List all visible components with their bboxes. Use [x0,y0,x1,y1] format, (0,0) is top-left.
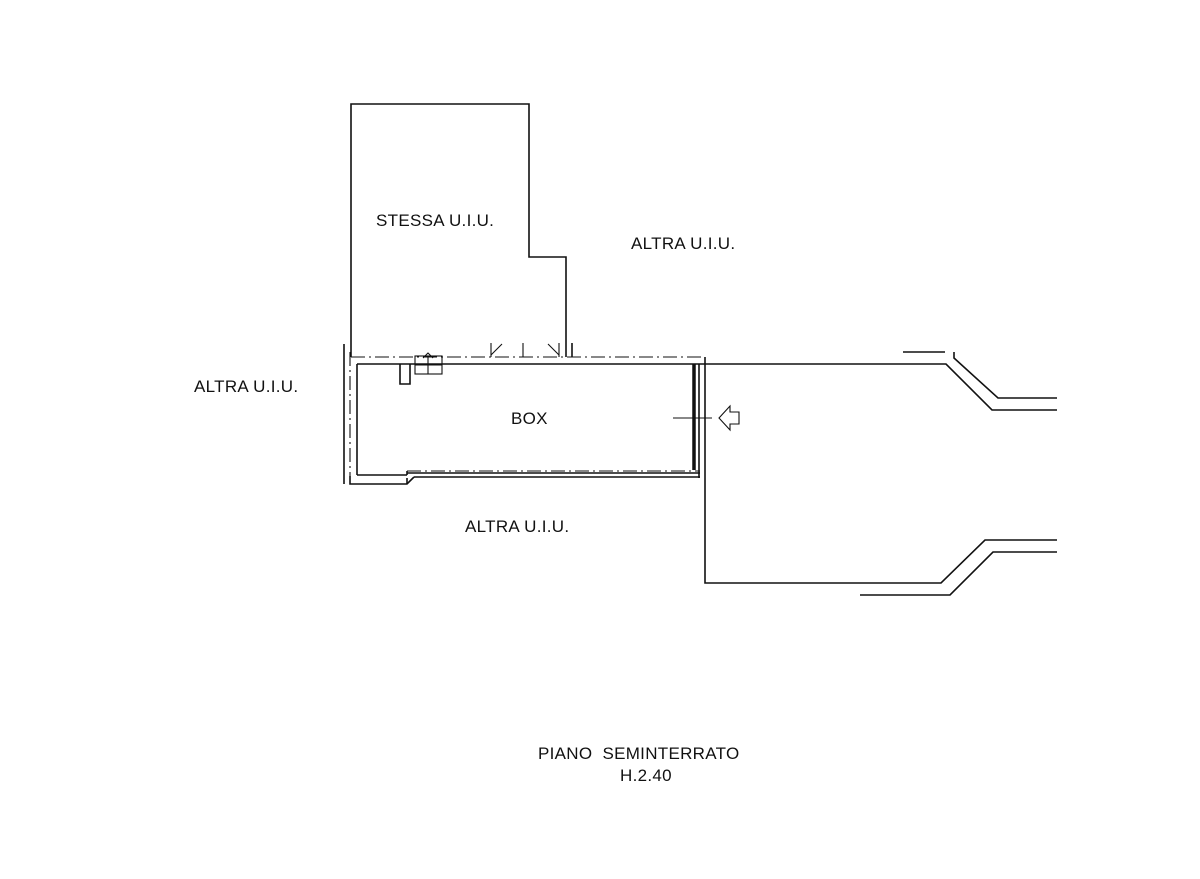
door-swings [490,343,560,357]
stessa-uiu-label: STESSA U.I.U. [376,211,494,230]
stair-symbol [414,352,443,375]
box-label: BOX [511,409,548,428]
height-caption: H.2.40 [620,766,672,785]
altra-uiu-bottom-label: ALTRA U.I.U. [465,517,569,536]
left-wall [343,344,358,484]
box-top-wall [350,343,705,385]
entrance-arrow-icon [718,404,740,432]
stessa-uiu-room [350,103,567,350]
box-bottom-wall [349,470,700,485]
floor-caption: PIANO SEMINTERRATO [538,744,740,763]
driveway [704,351,1057,596]
altra-uiu-top-label: ALTRA U.I.U. [631,234,735,253]
altra-uiu-left-label: ALTRA U.I.U. [194,377,298,396]
garage-door [673,357,712,478]
